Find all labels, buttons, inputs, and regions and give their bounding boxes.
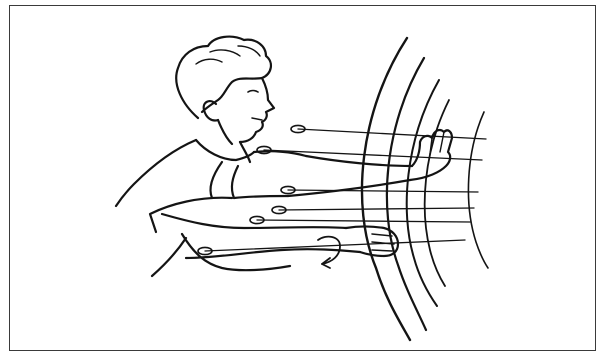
wavefront-arc-4 xyxy=(425,100,449,286)
sleeve xyxy=(210,162,238,198)
mouth xyxy=(252,118,262,120)
radial-line xyxy=(279,208,474,210)
wavefront-arcs xyxy=(362,38,488,340)
back-line-left xyxy=(152,238,186,276)
wavefront-arc-3 xyxy=(407,80,439,306)
hair xyxy=(176,37,271,118)
radial-line xyxy=(288,190,478,192)
face-profile xyxy=(240,78,274,142)
eye xyxy=(248,91,258,93)
shoulder-back xyxy=(116,140,196,206)
wavefront-arc-5 xyxy=(468,112,488,268)
hair-strands xyxy=(196,46,260,64)
